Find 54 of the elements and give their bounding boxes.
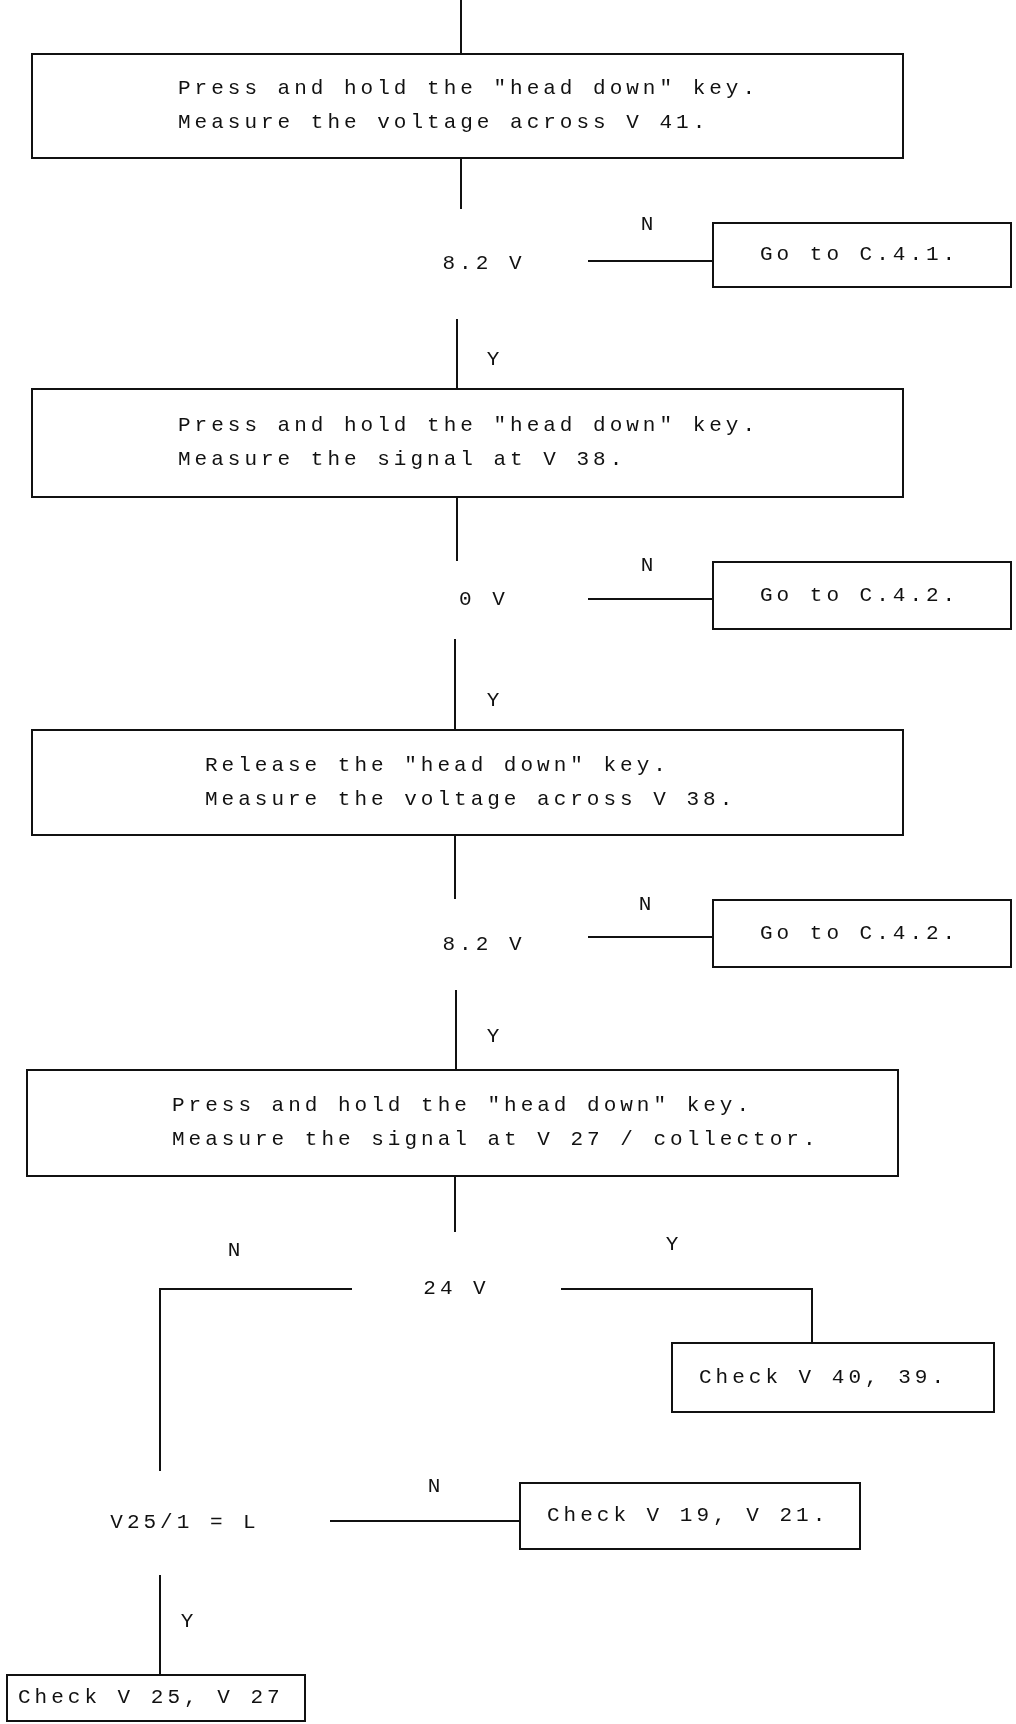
- edge-label: N: [227, 1240, 245, 1262]
- connector-line: [454, 638, 456, 730]
- edge-label: N: [427, 1476, 445, 1498]
- edge-label: N: [640, 214, 658, 236]
- connector-line: [460, 158, 462, 210]
- decision-value: 8.2 V: [442, 251, 526, 277]
- step-text: Measure the signal at V 27 / collector.: [172, 1127, 821, 1153]
- step-text: Go to C.4.2.: [760, 582, 961, 609]
- step-box: [31, 53, 904, 159]
- connector-line: [587, 598, 713, 600]
- step-text: Check V 19, V 21.: [547, 1503, 831, 1529]
- connector-line: [587, 260, 713, 262]
- connector-line: [159, 1288, 353, 1472]
- decision-value: V25/1 = L: [110, 1510, 260, 1536]
- step-box: [31, 729, 904, 836]
- connector-line: [456, 497, 458, 562]
- step-box: [26, 1069, 899, 1177]
- connector-line: [456, 318, 458, 389]
- step-box: [6, 1674, 306, 1722]
- edge-label: Y: [486, 1026, 504, 1048]
- connector-line: [560, 1288, 813, 1343]
- edge-label: Y: [486, 349, 504, 371]
- step-text: Check V 40, 39.: [699, 1364, 950, 1391]
- step-text: Release the "head down" key.: [205, 752, 671, 779]
- connector-line: [454, 1176, 456, 1233]
- step-text: Measure the voltage across V 41.: [178, 110, 711, 136]
- connector-line: [587, 936, 713, 938]
- decision-value: 24 V: [423, 1276, 490, 1302]
- edge-label: Y: [665, 1234, 683, 1256]
- step-text: Go to C.4.1.: [760, 242, 961, 268]
- connector-line: [329, 1520, 520, 1522]
- edge-label: Y: [180, 1611, 198, 1633]
- step-box: [671, 1342, 995, 1413]
- step-text: Press and hold the "head down" key.: [178, 413, 761, 439]
- connector-line: [159, 1574, 161, 1675]
- edge-label: Y: [486, 690, 504, 712]
- step-text: Measure the signal at V 38.: [178, 447, 628, 473]
- edge-label: N: [640, 555, 658, 577]
- step-text: Measure the voltage across V 38.: [205, 786, 738, 813]
- step-text: Press and hold the "head down" key.: [172, 1093, 755, 1119]
- step-text: Check V 25, V 27: [18, 1685, 285, 1711]
- connector-line: [460, 0, 462, 54]
- step-box: [712, 899, 1012, 968]
- step-box: [519, 1482, 861, 1550]
- edge-label: N: [638, 894, 656, 916]
- connector-line: [454, 835, 456, 900]
- step-text: Go to C.4.2.: [760, 920, 961, 947]
- step-box: [31, 388, 904, 498]
- step-box: [712, 222, 1012, 288]
- connector-line: [455, 989, 457, 1070]
- step-box: [712, 561, 1012, 630]
- decision-value: 0 V: [459, 587, 509, 613]
- decision-value: 8.2 V: [442, 931, 526, 958]
- step-text: Press and hold the "head down" key.: [178, 76, 761, 102]
